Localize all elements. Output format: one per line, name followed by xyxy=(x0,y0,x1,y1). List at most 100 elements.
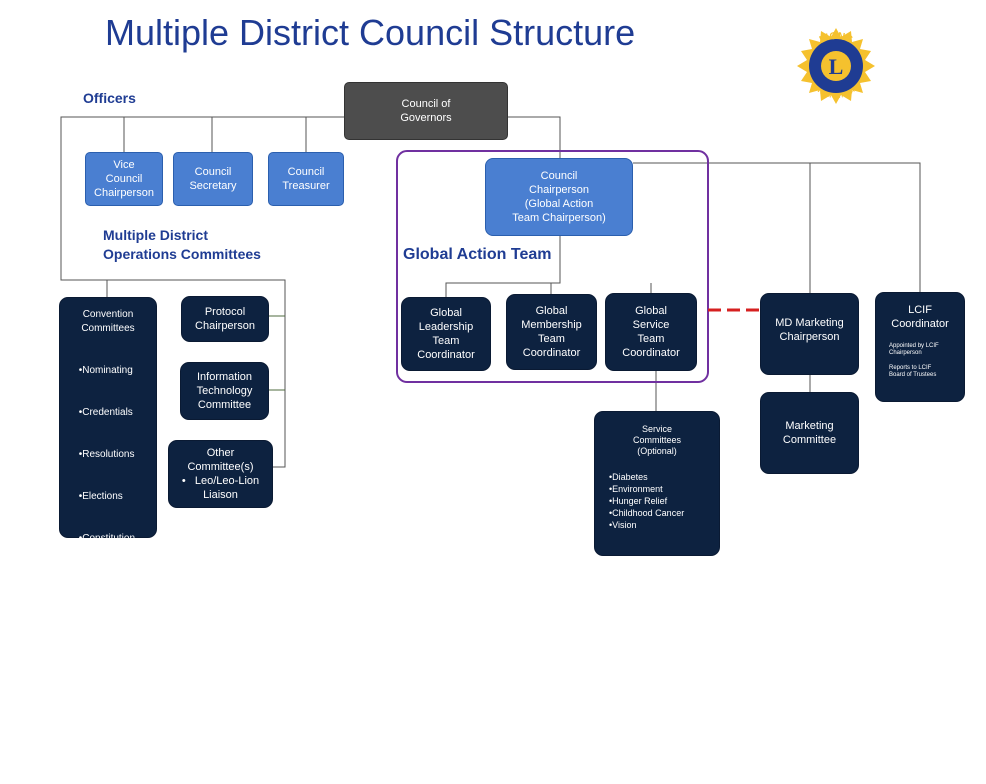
note-line: Appointed by LCIF xyxy=(889,343,939,349)
global-service-team-coordinator-node: Global Service Team Coordinator xyxy=(605,293,697,371)
node-line: Secretary xyxy=(189,180,237,192)
protocol-chairperson-node: Protocol Chairperson xyxy=(181,296,269,342)
node-line: Coordinator xyxy=(417,349,475,361)
node-line: Governors xyxy=(400,112,452,124)
node-line: Team xyxy=(432,335,460,347)
node-line: Chairperson xyxy=(195,320,255,332)
md-marketing-chairperson-node: MD Marketing Chairperson xyxy=(760,293,859,375)
council-treasurer-node: Council Treasurer xyxy=(268,152,344,206)
service-committees-list: •Diabetes •Environment •Hunger Relief •C… xyxy=(609,471,684,531)
list-item: •Constitution xyxy=(78,533,136,544)
global-action-team-label: Global Action Team xyxy=(403,246,552,263)
list-item: •Credentials xyxy=(78,407,133,418)
node-line: Committees xyxy=(81,323,135,334)
node-line: Coordinator xyxy=(891,318,949,330)
chairperson-connector xyxy=(508,116,561,158)
node-line: Committee xyxy=(197,399,252,411)
node-line: Chairperson xyxy=(529,184,589,196)
node-line: Council xyxy=(287,166,325,178)
node-line: LCIF xyxy=(908,304,932,316)
node-line: Global xyxy=(635,305,667,317)
logo-text-top: LIONS xyxy=(818,31,854,46)
council-of-governors-node: Council of Governors xyxy=(344,82,508,140)
global-membership-team-coordinator-node: Global Membership Team Coordinator xyxy=(506,294,597,370)
node-line: Council xyxy=(194,166,232,178)
operations-label-line: Multiple District xyxy=(103,227,209,243)
list-item: Procedure xyxy=(78,659,131,670)
node-line: Service xyxy=(632,319,670,331)
convention-committees-list: •Nominating •Credentials •Resolutions •E… xyxy=(79,336,138,784)
officers-connector xyxy=(60,116,344,468)
node-line: Technology xyxy=(196,385,253,397)
node-line: Committees xyxy=(632,435,681,445)
global-leadership-team-coordinator-node: Global Leadership Team Coordinator xyxy=(401,297,491,371)
note-line: Board of Trustees xyxy=(889,372,937,378)
node-line: (Global Action xyxy=(524,198,594,210)
gat-connector xyxy=(445,236,561,297)
service-committees-title: Service Committees (Optional) xyxy=(633,424,681,457)
list-item: •Resolutions xyxy=(78,449,135,460)
node-line: Other xyxy=(206,447,235,459)
node-line: Chairperson xyxy=(779,331,840,343)
node-line: Information xyxy=(196,371,253,383)
list-item: •Diabetes xyxy=(609,472,648,482)
node-line: MD Marketing xyxy=(775,317,844,329)
node-line: Leadership xyxy=(418,321,474,333)
node-line: Committee(s) xyxy=(187,461,254,473)
list-item: •Rules of xyxy=(78,617,119,628)
list-item: & By-Laws xyxy=(78,575,133,586)
note-line: Chairperson xyxy=(889,350,922,356)
note-line: Reports to LCIF xyxy=(889,365,932,371)
node-line: Coordinator xyxy=(622,347,680,359)
global-action-team-frame xyxy=(396,150,709,383)
vice-council-chairperson-node: Vice Council Chairperson xyxy=(85,152,163,206)
node-line: Membership xyxy=(521,319,582,331)
list-item: •Environment xyxy=(609,484,663,494)
council-secretary-node: Council Secretary xyxy=(173,152,253,206)
node-line: Coordinator xyxy=(522,347,581,359)
other-committees-node: Other Committee(s) • Leo/Leo-Lion Liaiso… xyxy=(168,440,273,508)
lcif-connector xyxy=(633,162,921,292)
information-technology-committee-node: Information Technology Committee xyxy=(180,362,269,420)
lcif-coordinator-node: LCIF Coordinator Appointed by LCIF Chair… xyxy=(875,292,965,402)
lcif-appointed-note: Appointed by LCIF Chairperson xyxy=(889,343,939,357)
service-committees-node: Service Committees (Optional) •Diabetes … xyxy=(594,411,720,556)
marketing-committee-node: Marketing Committee xyxy=(760,392,859,474)
node-line: Global xyxy=(430,307,462,319)
list-item: •Nominating xyxy=(78,365,133,376)
node-line: Convention xyxy=(82,309,134,320)
list-item: Liaison xyxy=(203,489,238,501)
node-line: Committee xyxy=(782,434,837,446)
page-title: Multiple District Council Structure xyxy=(105,12,636,53)
node-line: Team Chairperson) xyxy=(512,212,606,224)
node-line: Council xyxy=(540,170,578,182)
node-line: Vice xyxy=(113,159,135,171)
list-item: •Elections xyxy=(78,491,123,502)
logo-letter: L xyxy=(829,54,844,79)
operations-committees-label: Multiple District Operations Committees xyxy=(103,226,261,264)
list-item: •International xyxy=(78,701,138,712)
node-line: Chairperson xyxy=(94,187,154,199)
list-item: Convention xyxy=(78,743,135,754)
node-line: Team xyxy=(637,333,665,345)
list-item: •Hunger Relief xyxy=(609,496,668,506)
node-line: (Optional) xyxy=(637,446,677,456)
node-line: Team xyxy=(538,333,565,345)
node-line: Global xyxy=(535,305,568,317)
council-chairperson-node: Council Chairperson (Global Action Team … xyxy=(485,158,633,236)
operations-label-line: Operations Committees xyxy=(103,246,261,262)
lions-international-logo-icon: L LIONS INTERNATIONAL xyxy=(797,28,875,104)
node-line: Council of xyxy=(401,98,451,110)
list-item: •Childhood Cancer xyxy=(609,508,685,518)
lcif-reports-note: Reports to LCIF Board of Trustees xyxy=(889,365,936,379)
node-line: Service xyxy=(641,424,672,434)
list-item: •Vision xyxy=(609,520,637,530)
node-line: Protocol xyxy=(204,306,246,318)
node-line: Marketing xyxy=(785,420,834,432)
connector-lines xyxy=(60,116,921,468)
convention-committees-node: Convention Committees •Nominating •Crede… xyxy=(59,297,157,754)
list-item: • Leo/Leo-Lion xyxy=(181,475,260,487)
node-line: Council xyxy=(105,173,143,185)
officers-label: Officers xyxy=(83,90,136,106)
node-line: Treasurer xyxy=(282,180,330,192)
